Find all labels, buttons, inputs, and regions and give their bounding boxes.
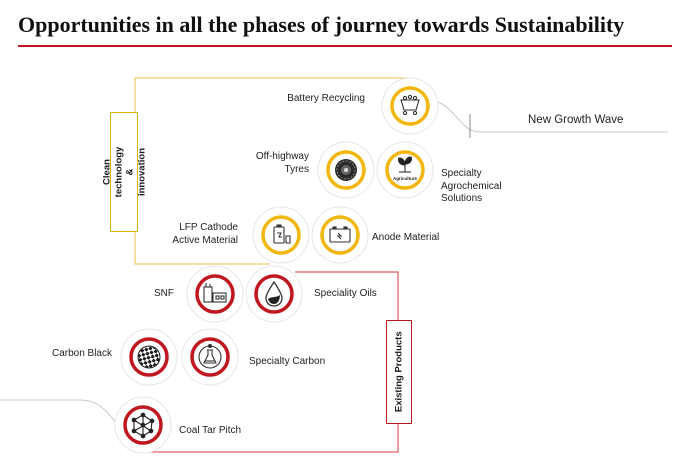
lfp-cathode-label: LFP Cathode Active Material xyxy=(172,222,238,246)
specialty-carbon-node xyxy=(181,328,239,386)
snf-label: SNF xyxy=(154,288,174,299)
existing-products-label: Existing Products xyxy=(393,331,405,413)
battery-recycling-node xyxy=(381,77,439,135)
page-title: Opportunities in all the phases of journ… xyxy=(18,12,625,37)
coal-tar-pitch-node xyxy=(114,396,172,454)
carbon-black-label: Carbon Black xyxy=(51,348,112,359)
anode-material-node xyxy=(311,206,369,264)
checker-sphere-icon xyxy=(137,345,161,369)
tyre-icon xyxy=(335,159,357,181)
agriculture-icon-text: Agriculture xyxy=(393,176,418,181)
clean-technology-label: Clean technology & innovation xyxy=(101,146,147,198)
carbon-black-node xyxy=(120,328,178,386)
growth-wave-curve xyxy=(431,99,668,133)
minecart-icon xyxy=(400,94,420,116)
lab-flask-icon xyxy=(198,343,222,369)
bottom-wave-curve xyxy=(0,399,125,431)
clean-technology-box: Clean technology & innovation xyxy=(101,112,147,232)
specialty-agrochemical-label: Specialty Agrochemical Solutions xyxy=(441,168,502,204)
speciality-oils-node xyxy=(245,265,303,323)
specialty-carbon-label: Specialty Carbon xyxy=(249,356,326,367)
plant-icon xyxy=(398,156,412,173)
molecule-icon xyxy=(131,412,155,439)
lfp-cathode-node xyxy=(252,206,310,264)
oil-drop-icon xyxy=(265,280,283,307)
anode-material-label: Anode Material xyxy=(372,232,440,243)
speciality-oils-label: Speciality Oils xyxy=(314,288,377,299)
factory-icon xyxy=(203,283,227,303)
battery-recycling-label: Battery Recycling xyxy=(287,93,365,104)
battery-cell-icon xyxy=(273,224,291,244)
off-highway-tyres-label: Off-highway Tyres xyxy=(255,151,309,175)
existing-products-box: Existing Products xyxy=(386,320,412,424)
specialty-agrochemical-node: Agriculture xyxy=(376,141,434,199)
off-highway-tyres-node xyxy=(317,141,375,199)
coal-tar-pitch-label: Coal Tar Pitch xyxy=(179,425,242,436)
snf-node xyxy=(186,265,244,323)
title-underline xyxy=(18,45,672,47)
new-growth-wave-label: New Growth Wave xyxy=(528,114,624,126)
battery-icon xyxy=(329,226,351,243)
